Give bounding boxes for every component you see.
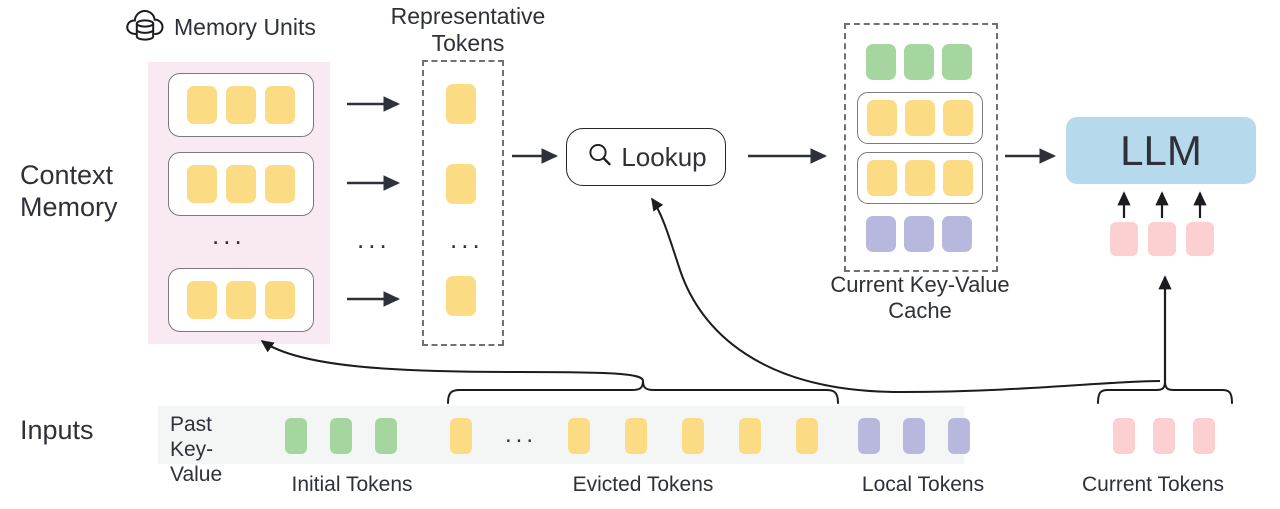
- memory-units-header: Memory Units: [124, 5, 316, 50]
- kv-token-retrieved: [943, 100, 973, 136]
- memory-units-label: Memory Units: [174, 13, 316, 40]
- kv-cache-row-retrieved: [857, 152, 983, 204]
- input-token-evicted: [739, 418, 761, 454]
- lookup-label: Lookup: [621, 141, 707, 172]
- row-label-inputs: Inputs: [20, 415, 94, 445]
- current-kv-cache-caption: Current Key-Value Cache: [830, 272, 1010, 323]
- memory-unit[interactable]: [168, 73, 314, 137]
- search-icon: [585, 140, 615, 175]
- input-token-initial: [330, 418, 352, 454]
- memory-token: [265, 86, 295, 124]
- input-token-initial: [285, 418, 307, 454]
- llm-input-token: [1186, 222, 1214, 256]
- memory-units-ellipsis: ...: [212, 220, 246, 250]
- llm-label: LLM: [1120, 126, 1202, 174]
- row-label-context-memory: Context Memory: [20, 160, 118, 222]
- input-token-evicted: [450, 418, 472, 454]
- caption-current-tokens: Current Tokens: [1081, 473, 1225, 496]
- memory-unit[interactable]: [168, 268, 314, 332]
- representative-token: [446, 276, 476, 316]
- kv-token-local: [904, 216, 934, 252]
- llm-input-token: [1148, 222, 1176, 256]
- kv-cache-row-initial: [862, 40, 976, 84]
- representative-tokens-title: Representative Tokens: [390, 3, 546, 57]
- brace-current-tokens: [1097, 380, 1233, 404]
- memory-token: [226, 165, 256, 203]
- kv-token-retrieved: [905, 100, 935, 136]
- memory-token: [187, 281, 217, 319]
- input-token-evicted: [682, 418, 704, 454]
- memory-token: [265, 281, 295, 319]
- arrow-column-ellipsis: ...: [357, 224, 391, 254]
- kv-token-retrieved: [867, 160, 897, 196]
- kv-cache-row-local: [862, 212, 976, 256]
- kv-token-retrieved: [905, 160, 935, 196]
- caption-evicted-tokens: Evicted Tokens: [572, 473, 714, 496]
- brace-evicted-tokens: [447, 380, 839, 404]
- inputs-ellipsis: ...: [505, 421, 538, 448]
- lookup-button[interactable]: Lookup: [566, 128, 726, 186]
- kv-token-local: [866, 216, 896, 252]
- memory-token: [226, 86, 256, 124]
- inputs-strip: [158, 406, 964, 464]
- past-key-value-label: Past Key-Value: [170, 413, 223, 486]
- kv-token-initial: [904, 44, 934, 80]
- llm-input-token: [1110, 222, 1138, 256]
- caption-local-tokens: Local Tokens: [861, 473, 985, 496]
- input-token-local: [858, 418, 880, 454]
- memory-unit[interactable]: [168, 152, 314, 216]
- current-token: [1113, 418, 1135, 454]
- cloud-database-icon: [124, 5, 166, 50]
- input-token-initial: [375, 418, 397, 454]
- current-token: [1153, 418, 1175, 454]
- input-token-evicted: [568, 418, 590, 454]
- input-token-local: [903, 418, 925, 454]
- kv-token-retrieved: [943, 160, 973, 196]
- input-token-evicted: [796, 418, 818, 454]
- representative-tokens-ellipsis: ...: [450, 224, 484, 254]
- memory-token: [187, 86, 217, 124]
- llm-box[interactable]: LLM: [1066, 117, 1256, 184]
- kv-token-initial: [942, 44, 972, 80]
- memory-token: [187, 165, 217, 203]
- memory-token: [265, 165, 295, 203]
- kv-token-initial: [866, 44, 896, 80]
- arrow-evicted-to-context-memory: [260, 340, 644, 382]
- current-token: [1193, 418, 1215, 454]
- input-token-evicted: [625, 418, 647, 454]
- input-token-local: [948, 418, 970, 454]
- representative-token: [446, 164, 476, 204]
- caption-initial-tokens: Initial Tokens: [291, 473, 413, 496]
- kv-token-retrieved: [867, 100, 897, 136]
- representative-token: [446, 84, 476, 124]
- kv-cache-row-retrieved: [857, 92, 983, 144]
- memory-token: [226, 281, 256, 319]
- kv-token-local: [942, 216, 972, 252]
